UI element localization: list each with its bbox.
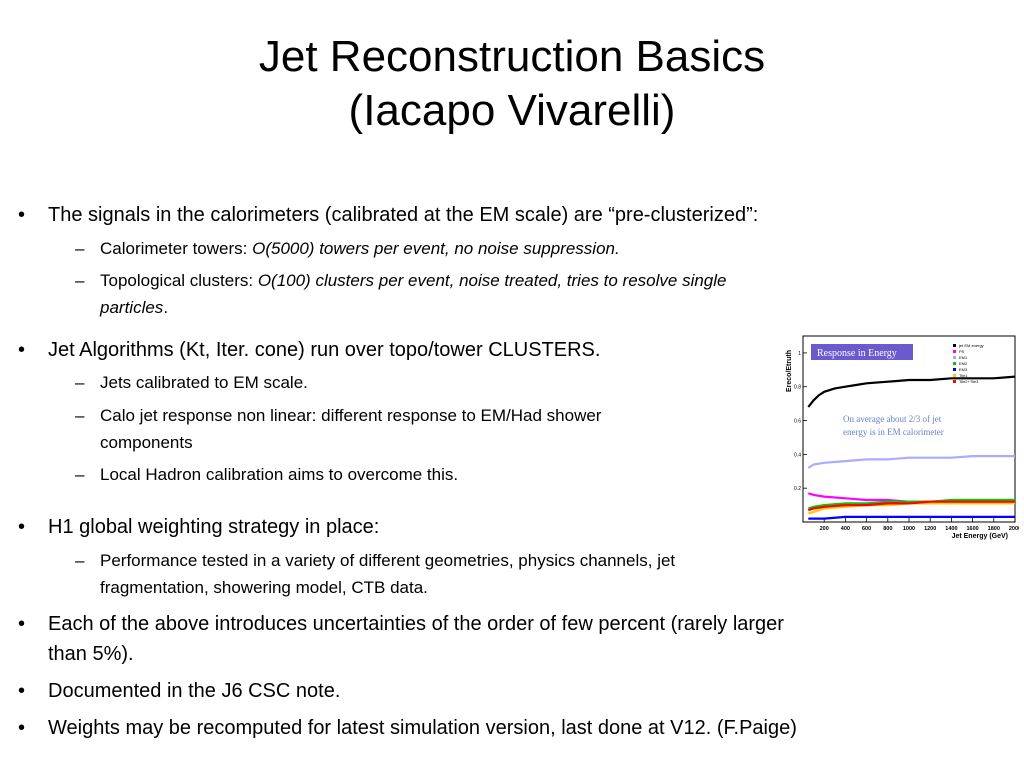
legend-entry: Tile2+Tile3	[959, 379, 979, 384]
legend-entry: EM3	[959, 367, 968, 372]
legend-swatch	[953, 374, 956, 377]
dash-marker: –	[75, 373, 85, 392]
bullet-text-cont: than 5%).	[48, 643, 134, 665]
y-tick-label: 0.2	[794, 486, 801, 492]
dash-marker: –	[75, 239, 85, 258]
sub-italic: O(5000) towers per event, no noise suppr…	[252, 239, 620, 258]
sub-text: Local Hadron calibration aims to overcom…	[100, 465, 459, 484]
bullet-text: H1 global weighting strategy in place:	[48, 516, 380, 538]
x-axis-label: Jet Energy (GeV)	[952, 533, 1008, 540]
legend-swatch	[953, 380, 956, 383]
sub-text-cont: fragmentation, showering model, CTB data…	[100, 578, 428, 597]
legend-entry: EM2	[959, 361, 968, 366]
legend-swatch	[953, 356, 956, 359]
slide-title-line1: Jet Reconstruction Basics	[258, 32, 766, 81]
x-tick-label: 1600	[966, 526, 978, 532]
bullet-marker: •	[18, 516, 26, 538]
slide-title-line2: (Iacapo Vivarelli)	[348, 86, 676, 135]
x-tick-label: 400	[841, 526, 850, 532]
x-tick-label: 600	[862, 526, 871, 532]
bullet-text: The signals in the calorimeters (calibra…	[48, 204, 759, 226]
x-tick-label: 200	[820, 526, 829, 532]
plot-frame	[802, 335, 1016, 523]
x-tick-label: 1200	[924, 526, 936, 532]
legend-swatch	[953, 344, 956, 347]
chart-annotation-line1: On average about 2/3 of jet	[843, 414, 942, 424]
dash-marker: –	[75, 406, 85, 425]
sub-end: .	[163, 298, 169, 317]
sub-label: Calorimeter towers:	[100, 239, 253, 258]
y-tick-label: 0.8	[794, 385, 801, 391]
series-line	[807, 498, 1015, 510]
bullet-text: Documented in the J6 CSC note.	[48, 680, 341, 702]
sub-italic-cont: particles	[100, 298, 164, 317]
bullet-marker: •	[18, 613, 26, 635]
sub-text: Jets calibrated to EM scale.	[100, 373, 308, 392]
legend-entry: EM1	[959, 355, 968, 360]
x-tick-label: 1000	[903, 526, 915, 532]
chart-title: Response in Energy	[817, 348, 897, 359]
legend-swatch	[953, 368, 956, 371]
dash-marker: –	[75, 465, 85, 484]
series-line	[808, 515, 1015, 520]
slide-title: Jet Reconstruction Basics (Iacapo Vivare…	[0, 30, 1024, 138]
chart-title-box	[811, 344, 913, 360]
series-line	[807, 500, 1015, 512]
x-tick-label: 800	[883, 526, 892, 532]
sub-italic: O(100) clusters per event, noise treated…	[257, 271, 727, 290]
dash-marker: –	[75, 551, 85, 570]
legend-entry: PS	[959, 349, 965, 354]
series-line	[807, 375, 1016, 408]
series-line	[807, 454, 1015, 469]
dash-marker: –	[75, 271, 85, 290]
x-tick-label: 2000	[1009, 526, 1019, 532]
y-tick-label: 0.4	[794, 452, 801, 458]
bullet-marker: •	[18, 680, 26, 702]
chart-annotation-line2: energy is in EM calorimeter	[843, 427, 944, 437]
bullet-marker: •	[18, 204, 26, 226]
y-tick-label: 1	[798, 351, 801, 357]
legend-entry: jet EM energy	[958, 343, 984, 348]
sub-text: Performance tested in a variety of diffe…	[100, 551, 676, 570]
bullet-text: Jet Algorithms (Kt, Iter. cone) run over…	[48, 339, 601, 361]
x-tick-label: 1800	[988, 526, 1000, 532]
bullet-text: Weights may be recomputed for latest sim…	[48, 717, 797, 739]
x-tick-label: 1400	[945, 526, 957, 532]
legend-swatch	[953, 362, 956, 365]
legend-swatch	[953, 350, 956, 353]
sub-text-cont: components	[100, 433, 193, 452]
sub-label: Topological clusters:	[100, 271, 258, 290]
y-axis-label: Ereco/Etruth	[786, 350, 793, 392]
bullet-text: Each of the above introduces uncertainti…	[48, 613, 784, 635]
sub-text: Calo jet response non linear: different …	[100, 406, 602, 425]
legend-entry: Tile1	[959, 373, 968, 378]
bullet-marker: •	[18, 717, 26, 739]
bullet-marker: •	[18, 339, 26, 361]
y-tick-label: 0.6	[794, 419, 801, 425]
